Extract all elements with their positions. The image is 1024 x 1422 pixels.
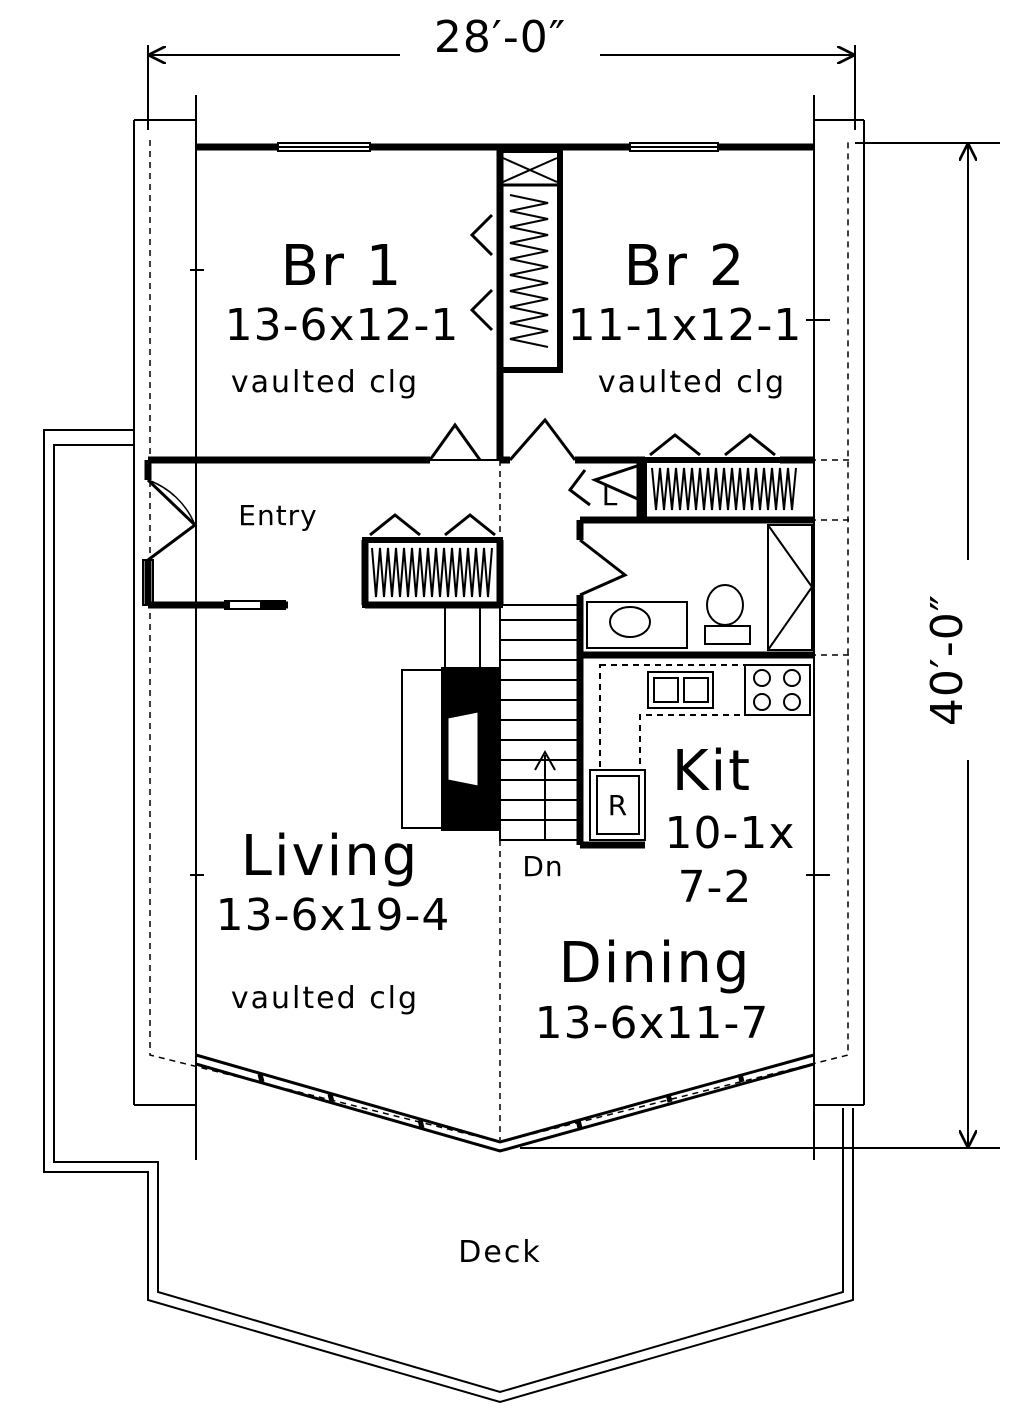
br2-name: Br 2 <box>624 234 747 299</box>
kitchen-fixtures <box>589 664 811 841</box>
dashed-roof-line <box>149 140 850 1143</box>
doors <box>142 417 641 606</box>
entry-closet <box>362 513 503 608</box>
depth-dimension: 40′-0″ <box>520 142 1001 1149</box>
fireplace <box>401 667 501 831</box>
kitchen-size-line2: 7-2 <box>678 862 753 913</box>
roof-overhang <box>133 95 865 1160</box>
bedroom-windows <box>277 142 719 152</box>
refrigerator-label: R <box>608 789 628 822</box>
br2-note: vaulted clg <box>598 365 786 400</box>
front-glass-wall <box>195 1053 815 1153</box>
living-name: Living <box>241 824 420 889</box>
width-dimension: 28′-0″ <box>147 12 856 130</box>
linen-closet-label: L <box>602 479 619 512</box>
br1-size: 13-6x12-1 <box>225 300 460 351</box>
bedroom-closet <box>469 147 563 373</box>
entry-window <box>224 600 286 610</box>
width-dimension-label: 28′-0″ <box>434 12 566 63</box>
kitchen-size-line1: 10-1x <box>665 808 796 859</box>
deck <box>43 429 854 1404</box>
stairs-down-label: Dn <box>522 850 563 883</box>
bathroom-fixtures <box>586 524 813 651</box>
br1-name: Br 1 <box>281 234 404 299</box>
living-note: vaulted clg <box>231 981 419 1016</box>
br2-size: 11-1x12-1 <box>568 300 803 351</box>
wall-ticks <box>190 269 830 876</box>
kitchen-name: Kit <box>672 739 752 804</box>
dining-name: Dining <box>559 931 752 996</box>
living-size: 13-6x19-4 <box>216 890 451 941</box>
depth-dimension-label: 40′-0″ <box>922 594 973 726</box>
entry-name: Entry <box>238 499 318 532</box>
br1-note: vaulted clg <box>231 365 419 400</box>
dining-size: 13-6x11-7 <box>535 998 770 1049</box>
deck-name: Deck <box>458 1235 541 1270</box>
br2-closet <box>643 433 814 520</box>
